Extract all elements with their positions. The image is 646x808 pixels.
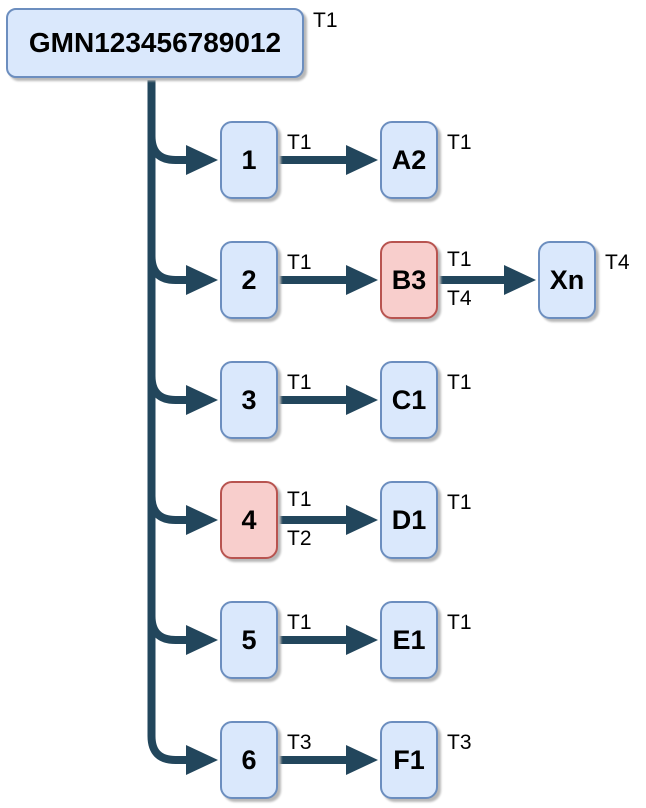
arrowhead-icon <box>186 625 218 655</box>
node-b3-tag-bottom: T4 <box>447 287 472 310</box>
arrowhead-icon <box>346 625 378 655</box>
node-4-tag-bottom: T2 <box>287 527 312 550</box>
node-e1-tag: T1 <box>447 611 472 634</box>
arrowhead-icon <box>346 145 378 175</box>
node-1-tag: T1 <box>287 131 312 154</box>
node-6: 6 <box>220 721 278 799</box>
branch-lines <box>147 80 506 764</box>
node-3-tag: T1 <box>287 371 312 394</box>
node-5: 5 <box>220 601 278 679</box>
arrowhead-icon <box>186 265 218 295</box>
node-f1-tag: T3 <box>447 731 472 754</box>
node-root: GMN123456789012 <box>6 8 304 78</box>
node-c1-tag: T1 <box>447 371 472 394</box>
arrowhead-icon <box>504 265 536 295</box>
node-a2-tag: T1 <box>447 131 472 154</box>
arrowhead-icon <box>346 505 378 535</box>
node-5-tag: T1 <box>287 611 312 634</box>
arrowhead-icon <box>346 745 378 775</box>
node-3: 3 <box>220 361 278 439</box>
branch-line-row3 <box>147 80 188 404</box>
node-xn-tag: T4 <box>605 251 630 274</box>
arrowhead-icon <box>186 745 218 775</box>
branch-line-row2 <box>147 80 188 284</box>
node-2-tag: T1 <box>287 251 312 274</box>
node-e1: E1 <box>380 601 438 679</box>
node-f1: F1 <box>380 721 438 799</box>
node-b3-tag-top: T1 <box>447 248 472 271</box>
arrowhead-icon <box>186 385 218 415</box>
arrowhead-icon <box>346 265 378 295</box>
node-4-tag-top: T1 <box>287 488 312 511</box>
arrowheads <box>186 145 536 775</box>
arrowhead-icon <box>346 385 378 415</box>
node-1: 1 <box>220 121 278 199</box>
node-d1-tag: T1 <box>447 491 472 514</box>
node-xn: Xn <box>538 241 596 319</box>
arrowhead-icon <box>186 145 218 175</box>
branch-line-row6 <box>147 80 188 764</box>
node-2: 2 <box>220 241 278 319</box>
node-b3: B3 <box>380 241 438 319</box>
branch-line-row1 <box>147 80 188 164</box>
node-6-tag: T3 <box>287 731 312 754</box>
node-c1: C1 <box>380 361 438 439</box>
node-4: 4 <box>220 481 278 559</box>
arrowhead-icon <box>186 505 218 535</box>
node-d1: D1 <box>380 481 438 559</box>
node-a2: A2 <box>380 121 438 199</box>
node-root-tag: T1 <box>313 9 338 32</box>
